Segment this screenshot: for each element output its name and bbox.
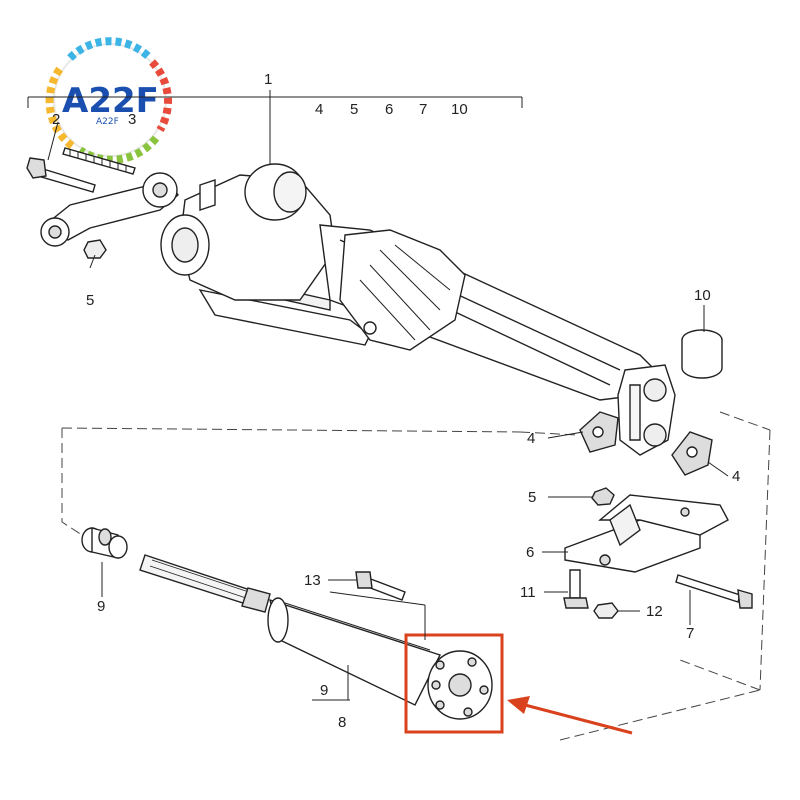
callout-numbers: 1 2 3 4 5 6 7 10 5 10 4 4 5 6 11 12 7 13…: [52, 71, 740, 731]
highlight-arrow: [507, 696, 633, 735]
brand-logo: A22F A22F: [45, 37, 172, 164]
callout-9-shaft: 9: [320, 682, 328, 699]
callout-10-top: 10: [451, 101, 468, 118]
leader-lines: [47, 121, 729, 701]
upper-link-bracket: [26, 147, 179, 259]
logo-subtext: A22F: [96, 117, 119, 127]
callout-5-top: 5: [350, 101, 358, 118]
logo-text: A22F: [62, 81, 159, 121]
callout-5-bracket-nut: 5: [528, 489, 536, 506]
callout-4-top: 4: [315, 101, 323, 118]
callout-13-bolt: 13: [304, 572, 321, 589]
support-bracket: [563, 487, 753, 619]
callout-3: 3: [128, 111, 136, 128]
transaxle-assembly: [160, 163, 676, 456]
callout-6-bracket: 6: [526, 544, 534, 561]
rubber-bushing: [681, 305, 723, 379]
callout-4-right-plate: 4: [732, 468, 740, 485]
top-bracket: [27, 90, 523, 172]
mount-plate-right: [671, 431, 713, 476]
callout-12-nut: 12: [646, 603, 663, 620]
mount-plate-left: [579, 411, 619, 453]
callout-4-left-plate: 4: [527, 430, 535, 447]
callout-7-top: 7: [419, 101, 427, 118]
callout-8-shaft: 8: [338, 714, 346, 731]
callout-9-bushing: 9: [97, 598, 105, 615]
callout-1: 1: [264, 71, 272, 88]
callout-10-bushing: 10: [694, 287, 711, 304]
assembly-boundary: [61, 411, 771, 741]
callout-2: 2: [52, 111, 60, 128]
highlight-box: [404, 633, 504, 734]
drive-shaft: [81, 527, 493, 720]
callout-11-bolt: 11: [520, 584, 536, 601]
callout-7-bolt: 7: [686, 625, 694, 642]
callout-6-top: 6: [385, 101, 393, 118]
callout-5-nut: 5: [86, 292, 94, 309]
